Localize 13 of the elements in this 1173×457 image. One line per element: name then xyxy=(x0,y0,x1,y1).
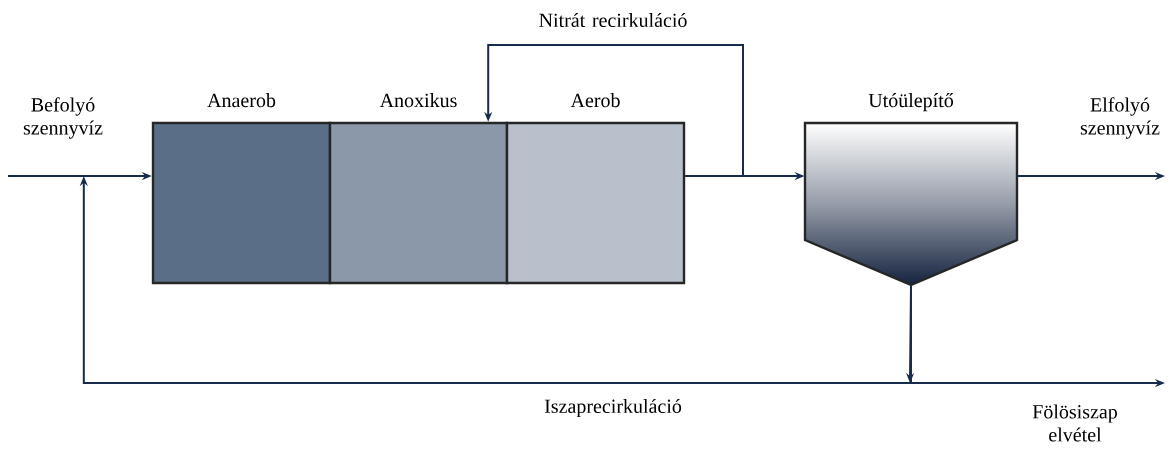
tank-box xyxy=(328,121,509,285)
edge-label: Fölösiszap elvétel xyxy=(1032,404,1117,442)
tank-heading: Utóülepítő xyxy=(868,93,954,112)
clarifier-tank xyxy=(803,121,1019,287)
edge-label: Befolyó szennyvíz xyxy=(23,97,103,139)
tank-heading: Anaerob xyxy=(207,93,276,108)
tank-heading: Anoxikus xyxy=(379,93,457,108)
tank-heading: Aerob xyxy=(570,93,620,108)
edge-label: Nitrát recirkuláció xyxy=(539,12,687,28)
tank-box xyxy=(151,121,332,285)
tank-box xyxy=(505,121,686,285)
edge-label: Elfolyó szennyvíz xyxy=(1080,97,1160,139)
edge-label: Iszaprecirkuláció xyxy=(544,398,682,418)
